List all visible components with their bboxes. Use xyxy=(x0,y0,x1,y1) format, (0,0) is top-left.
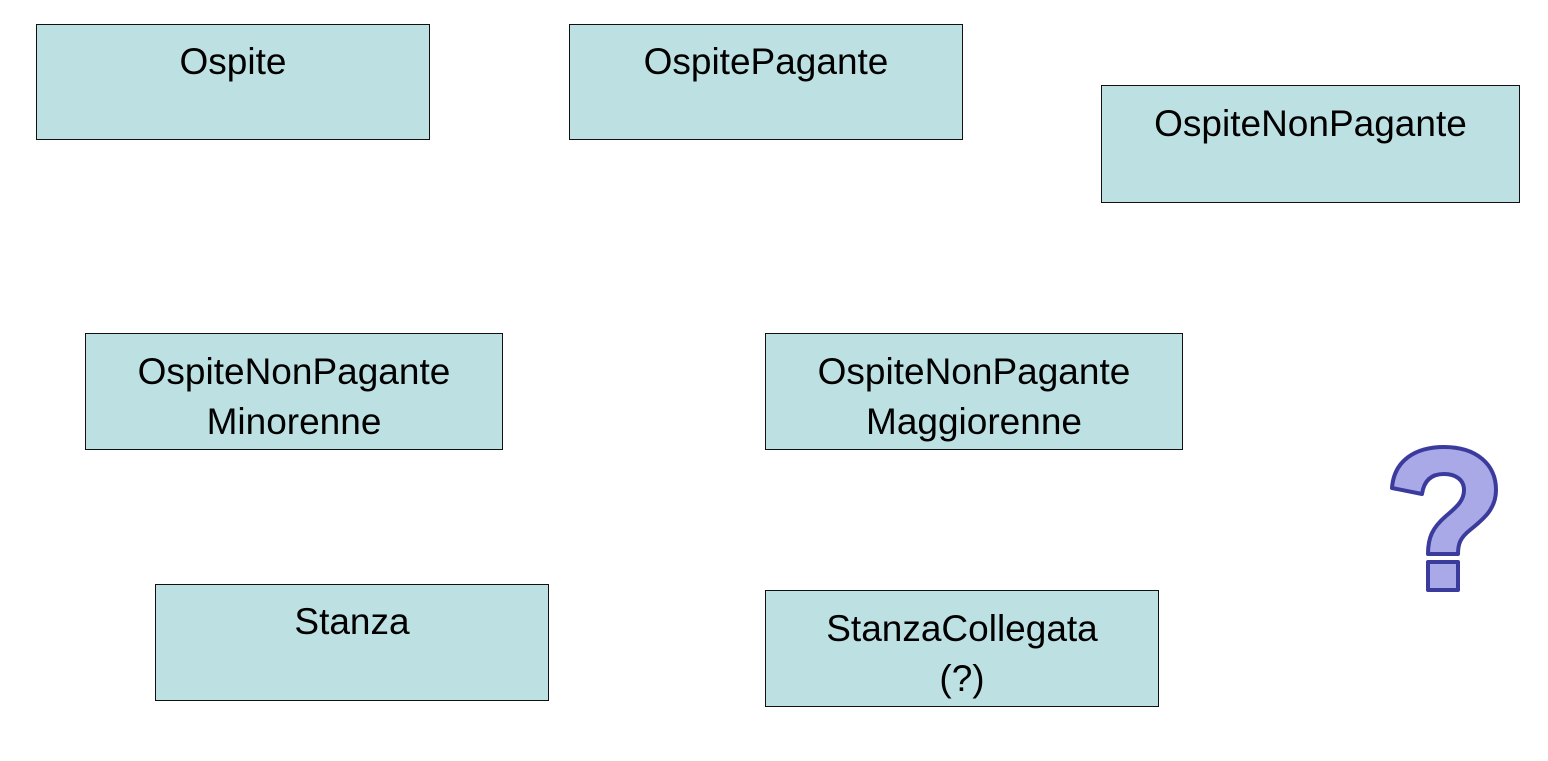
class-box-ospite-non-pagante-minorenne: OspiteNonPagante Minorenne xyxy=(85,333,503,450)
class-box-label-line-1: OspiteNonPagante xyxy=(817,351,1131,392)
class-box-ospite-non-pagante: OspiteNonPagante xyxy=(1101,85,1520,203)
class-box-ospite-pagante: OspitePagante xyxy=(569,24,963,140)
class-box-stanza: Stanza xyxy=(155,584,549,701)
class-box-label: Ospite xyxy=(179,41,287,82)
question-mark-body xyxy=(1390,445,1498,556)
question-mark-icon xyxy=(1390,445,1498,592)
class-box-label: OspiteNonPagante xyxy=(1154,103,1467,144)
class-box-label-line-1: StanzaCollegata xyxy=(826,608,1098,649)
class-box-ospite: Ospite xyxy=(36,24,430,140)
class-box-stanza-collegata: StanzaCollegata (?) xyxy=(765,590,1159,707)
question-mark-dot xyxy=(1426,560,1460,592)
class-box-label-line-2: (?) xyxy=(939,658,985,699)
class-box-ospite-non-pagante-maggiorenne: OspiteNonPagante Maggiorenne xyxy=(765,333,1183,450)
class-box-label-line-1: OspiteNonPagante xyxy=(137,351,451,392)
class-box-label: Stanza xyxy=(294,601,410,642)
class-box-label: OspitePagante xyxy=(643,41,889,82)
class-box-label-line-2: Maggiorenne xyxy=(866,401,1082,442)
class-box-label-line-2: Minorenne xyxy=(206,401,382,442)
